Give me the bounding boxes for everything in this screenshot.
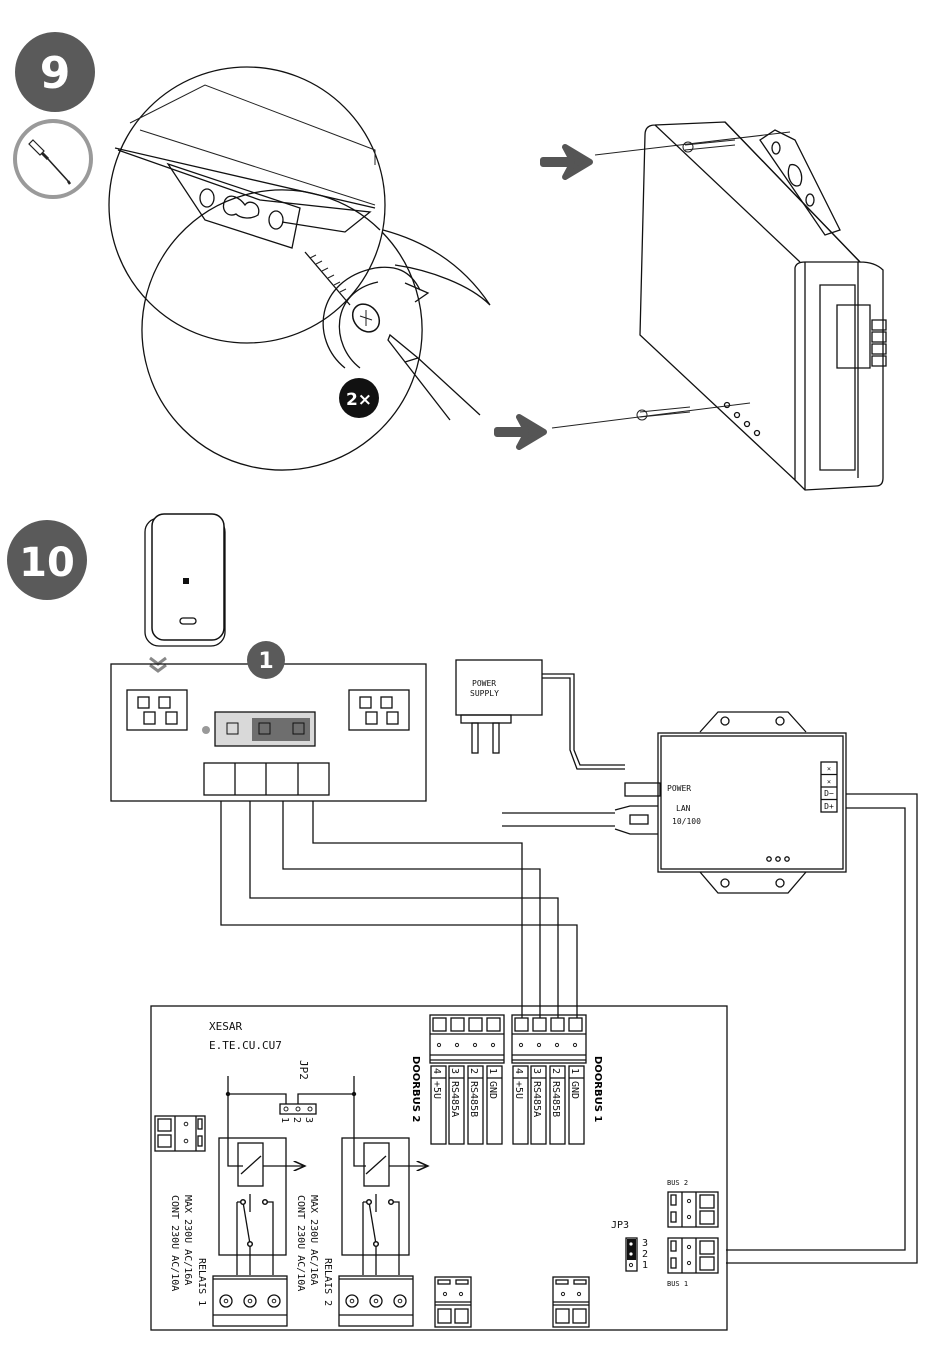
terminal-label: × xyxy=(827,778,831,786)
terminal-label: × xyxy=(827,765,831,773)
pin-name: GND xyxy=(569,1081,580,1099)
lan-converter: POWER LAN 10/100 × × D− D+ xyxy=(657,711,847,894)
bus2-connector xyxy=(667,1191,719,1228)
converter-power-label: POWER xyxy=(667,784,691,793)
jp2-pin: 2 xyxy=(291,1117,302,1123)
pin-number: 3 xyxy=(449,1068,460,1074)
relay2-label: RELAIS 2 xyxy=(322,1258,333,1306)
doorbus1-label: DOORBUS 1 xyxy=(592,1056,603,1122)
callout-badge-1: 1 xyxy=(247,641,285,679)
relay1-max-rating: MAX 230U AC/16A xyxy=(182,1195,193,1285)
bottom-connector xyxy=(434,1276,472,1328)
pin-name: +5U xyxy=(513,1081,524,1099)
callout-number: 1 xyxy=(258,649,273,674)
jp3-pin: 3 xyxy=(642,1238,648,1249)
step-9-badge: 9 xyxy=(15,32,95,112)
controller-board: XESAR E.TE.CU.CU7 JP2 1 2 3 RELAIS 1 MAX… xyxy=(150,1005,728,1331)
multiplier-badge: 2× xyxy=(339,378,379,418)
step-9-number: 9 xyxy=(40,48,71,99)
step-10-number: 10 xyxy=(19,540,75,586)
doorbus-wires xyxy=(220,801,578,1018)
relay2-max-rating: MAX 230U AC/16A xyxy=(308,1195,319,1285)
terminal-label: D+ xyxy=(824,802,834,811)
reader-device xyxy=(144,513,226,647)
converter-lan-label: LAN xyxy=(676,804,691,813)
model-label: E.TE.CU.CU7 xyxy=(209,1039,282,1052)
pin-number: 1 xyxy=(569,1068,580,1074)
relay2-cont-rating: CONT 230U AC/10A xyxy=(295,1195,306,1291)
power-supply: POWER SUPPLY xyxy=(455,659,661,797)
pin-name: RS485A xyxy=(531,1081,542,1117)
doorbus1-connector: 4 +5U 3 RS485A 2 RS485B 1 GND DOORBUS 1 xyxy=(511,1014,603,1145)
power-supply-label: SUPPLY xyxy=(470,689,499,698)
bus1-label: BUS 1 xyxy=(667,1280,688,1288)
jp3-pin: 2 xyxy=(642,1249,648,1260)
screwdriver-icon xyxy=(13,119,93,199)
detail-magnifier xyxy=(108,66,491,471)
multiplier-text: 2× xyxy=(346,390,372,410)
jp3-pin: 1 xyxy=(642,1260,648,1271)
pin-name: RS485B xyxy=(550,1081,561,1117)
terminal-label: D− xyxy=(824,789,834,798)
bottom-connector xyxy=(552,1276,590,1328)
pin-number: 4 xyxy=(513,1068,524,1074)
bus1-connector xyxy=(667,1237,719,1274)
reader-board xyxy=(110,663,427,802)
jp2-label: JP2 xyxy=(297,1060,310,1080)
pin-number: 3 xyxy=(531,1068,542,1074)
bus2-label: BUS 2 xyxy=(667,1179,688,1187)
step-10-badge: 10 xyxy=(7,520,87,600)
pin-number: 4 xyxy=(431,1068,442,1074)
jp2-pin: 3 xyxy=(303,1117,314,1123)
converter-lan-speed: 10/100 xyxy=(672,817,701,826)
doorbus2-label: DOORBUS 2 xyxy=(410,1056,421,1122)
brand-label: XESAR xyxy=(209,1020,242,1033)
pin-name: RS485B xyxy=(468,1081,479,1117)
jp3-label: JP3 xyxy=(611,1220,629,1231)
bus-wires xyxy=(726,793,918,1264)
arrow-right-icon xyxy=(540,144,593,180)
pin-name: RS485A xyxy=(449,1081,460,1117)
doorbus2-connector: 4 +5U 3 RS485A 2 RS485B 1 GND DOORBUS 2 xyxy=(410,1014,505,1145)
relay1-cont-rating: CONT 230U AC/10A xyxy=(169,1195,180,1291)
screw-axis-line xyxy=(594,131,791,156)
pin-number: 2 xyxy=(550,1068,561,1074)
pin-number: 2 xyxy=(468,1068,479,1074)
pin-name: GND xyxy=(487,1081,498,1099)
jp2-pin: 1 xyxy=(279,1117,290,1123)
lan-cable xyxy=(502,805,658,835)
power-supply-label: POWER xyxy=(472,679,496,688)
arrow-right-icon xyxy=(494,414,547,450)
relay1-label: RELAIS 1 xyxy=(196,1258,207,1306)
pin-name: +5U xyxy=(431,1081,442,1099)
controller-device xyxy=(636,121,887,491)
pin-number: 1 xyxy=(487,1068,498,1074)
